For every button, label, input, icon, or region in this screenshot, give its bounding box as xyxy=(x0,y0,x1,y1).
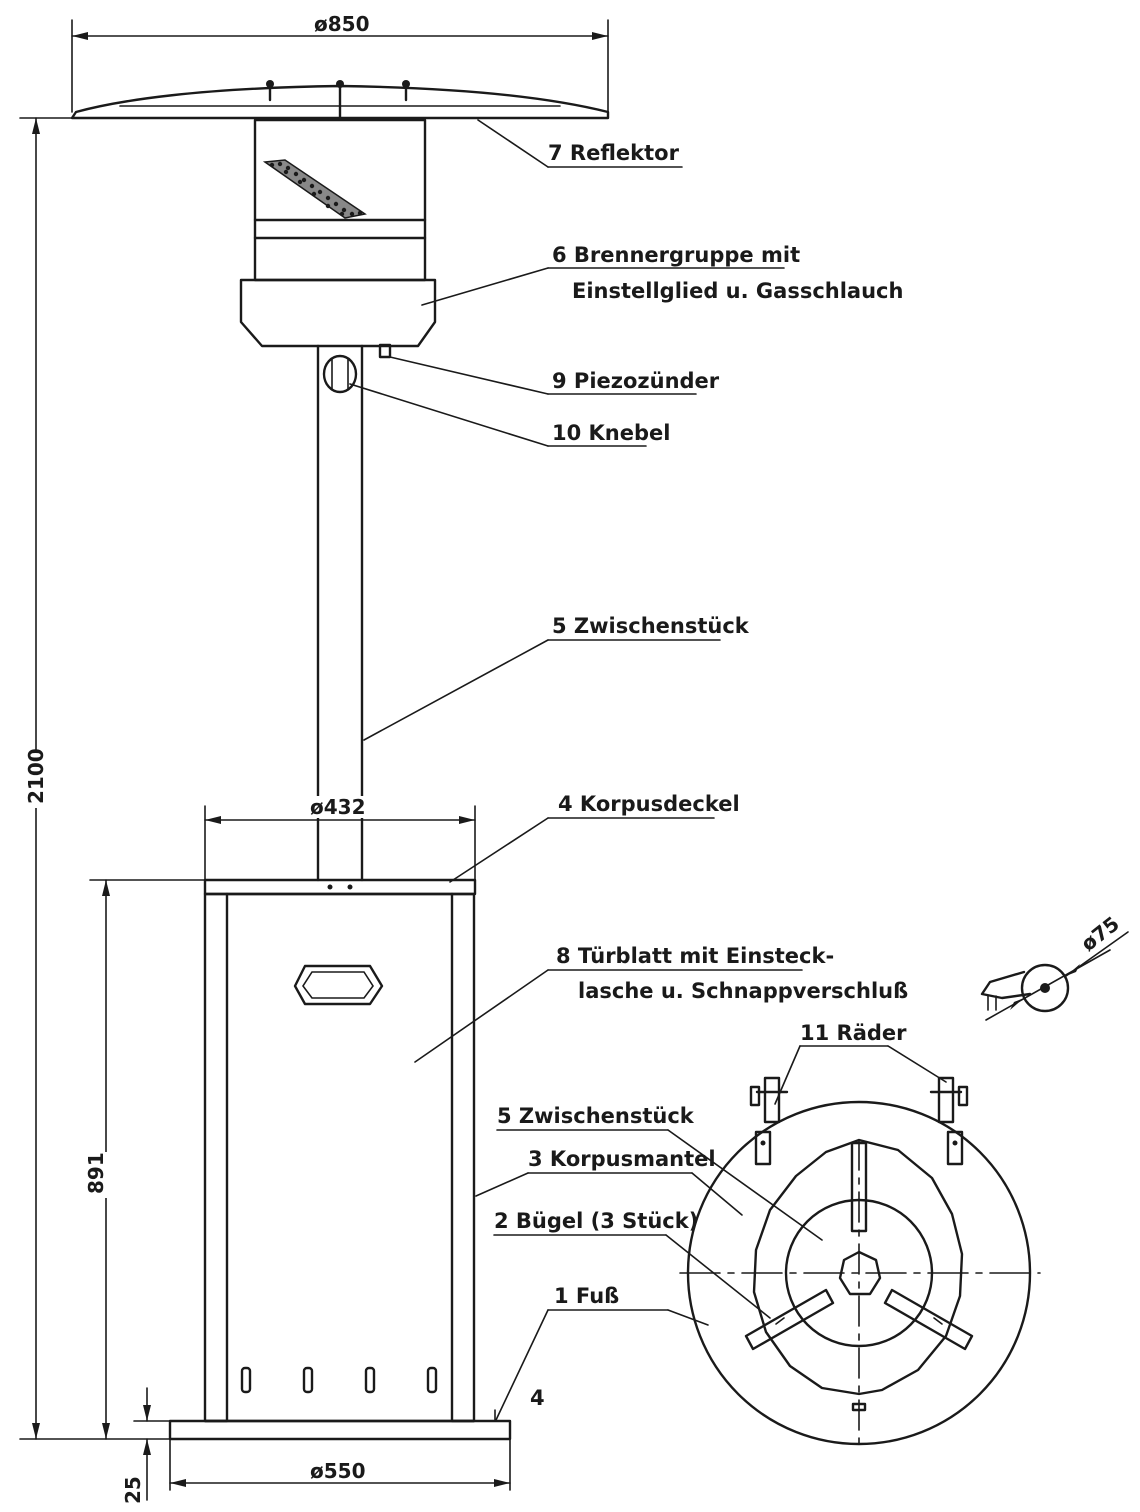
label-tuerblatt: 8 Türblatt mit Einsteck- lasche u. Schna… xyxy=(414,944,908,1063)
svg-text:891: 891 xyxy=(84,1152,108,1194)
label-korpusdeckel: 4 Korpusdeckel xyxy=(449,792,740,883)
piezo-ignition xyxy=(378,343,392,359)
svg-text:4: 4 xyxy=(530,1386,545,1410)
dim-foot-height: 25 xyxy=(121,1387,171,1504)
dim-body-height: 891 xyxy=(84,879,206,1440)
dim-body-top-diameter: ø432 xyxy=(204,795,476,881)
svg-text:5 Zwischenstück: 5 Zwischenstück xyxy=(552,614,750,638)
svg-text:9 Piezozünder: 9 Piezozünder xyxy=(552,369,720,393)
label-zwischenstueck-top: 5 Zwischenstück xyxy=(496,1104,823,1241)
burner-perforation xyxy=(269,161,363,217)
svg-text:10 Knebel: 10 Knebel xyxy=(552,421,670,445)
svg-text:8 Türblatt mit Einsteck-: 8 Türblatt mit Einsteck- xyxy=(556,944,834,968)
svg-text:1 Fuß: 1 Fuß xyxy=(554,1284,619,1308)
dim-total-height: 2100 xyxy=(19,117,171,1440)
svg-text:6 Brennergruppe mit: 6 Brennergruppe mit xyxy=(552,243,800,267)
svg-text:7 Reflektor: 7 Reflektor xyxy=(548,141,680,165)
svg-text:ø432: ø432 xyxy=(310,795,366,819)
wheel-bracket-right xyxy=(929,1076,969,1166)
wheel-bracket-left xyxy=(749,1076,789,1166)
label-korpusmantel: 3 Korpusmantel xyxy=(475,1147,743,1216)
svg-text:ø75: ø75 xyxy=(1076,911,1124,956)
dim-foot-diameter: ø550 xyxy=(169,1438,511,1491)
control-knob xyxy=(322,354,358,394)
burner-group xyxy=(239,118,437,348)
svg-text:11 Räder: 11 Räder xyxy=(800,1021,907,1045)
svg-text:2100: 2100 xyxy=(24,748,48,804)
label-fuss: 1 Fuß 4 xyxy=(495,1284,709,1421)
svg-text:Einstellglied u. Gasschlauch: Einstellglied u. Gasschlauch xyxy=(572,279,903,303)
wheel-detail: ø75 xyxy=(980,911,1129,1021)
label-zwischenstueck: 5 Zwischenstück xyxy=(363,614,750,741)
center-pole xyxy=(316,344,364,882)
label-knebel: 10 Knebel xyxy=(349,383,670,447)
label-piezozuender: 9 Piezozünder xyxy=(389,356,720,395)
reflector xyxy=(70,80,610,120)
label-raeder: 11 Räder xyxy=(774,1021,947,1105)
top-view xyxy=(679,1076,1041,1446)
svg-text:lasche u. Schnappverschluß: lasche u. Schnappverschluß xyxy=(578,979,908,1003)
door-handle xyxy=(293,964,384,1006)
svg-text:ø550: ø550 xyxy=(310,1459,366,1483)
svg-text:2 Bügel (3 Stück): 2 Bügel (3 Stück) xyxy=(494,1209,698,1233)
label-reflektor: 7 Reflektor xyxy=(477,119,683,168)
svg-text:3 Korpusmantel: 3 Korpusmantel xyxy=(528,1147,716,1171)
label-buegel: 2 Bügel (3 Stück) xyxy=(493,1209,771,1319)
svg-text:25: 25 xyxy=(121,1476,145,1504)
label-brennergruppe: 6 Brennergruppe mit Einstellglied u. Gas… xyxy=(421,243,903,306)
housing-body xyxy=(203,878,477,1423)
svg-text:5 Zwischenstück: 5 Zwischenstück xyxy=(497,1104,695,1128)
dim-reflector-diameter: ø850 xyxy=(71,12,609,113)
svg-text:4 Korpusdeckel: 4 Korpusdeckel xyxy=(558,792,740,816)
svg-text:ø850: ø850 xyxy=(314,12,370,36)
foot xyxy=(168,1409,512,1441)
